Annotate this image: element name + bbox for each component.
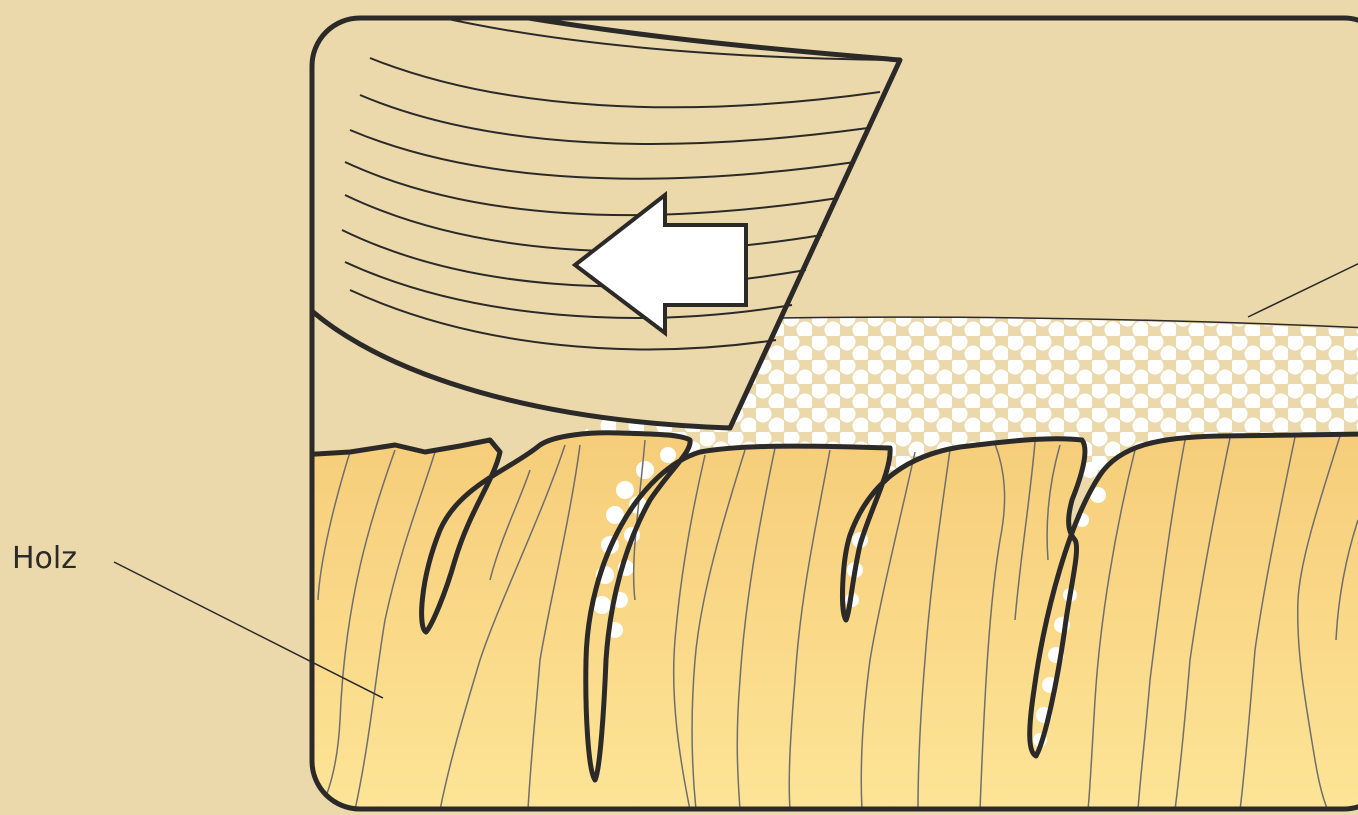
wood-label: Holz <box>12 541 77 576</box>
wood-body <box>300 433 1358 815</box>
detail-frame-content <box>300 0 1358 815</box>
